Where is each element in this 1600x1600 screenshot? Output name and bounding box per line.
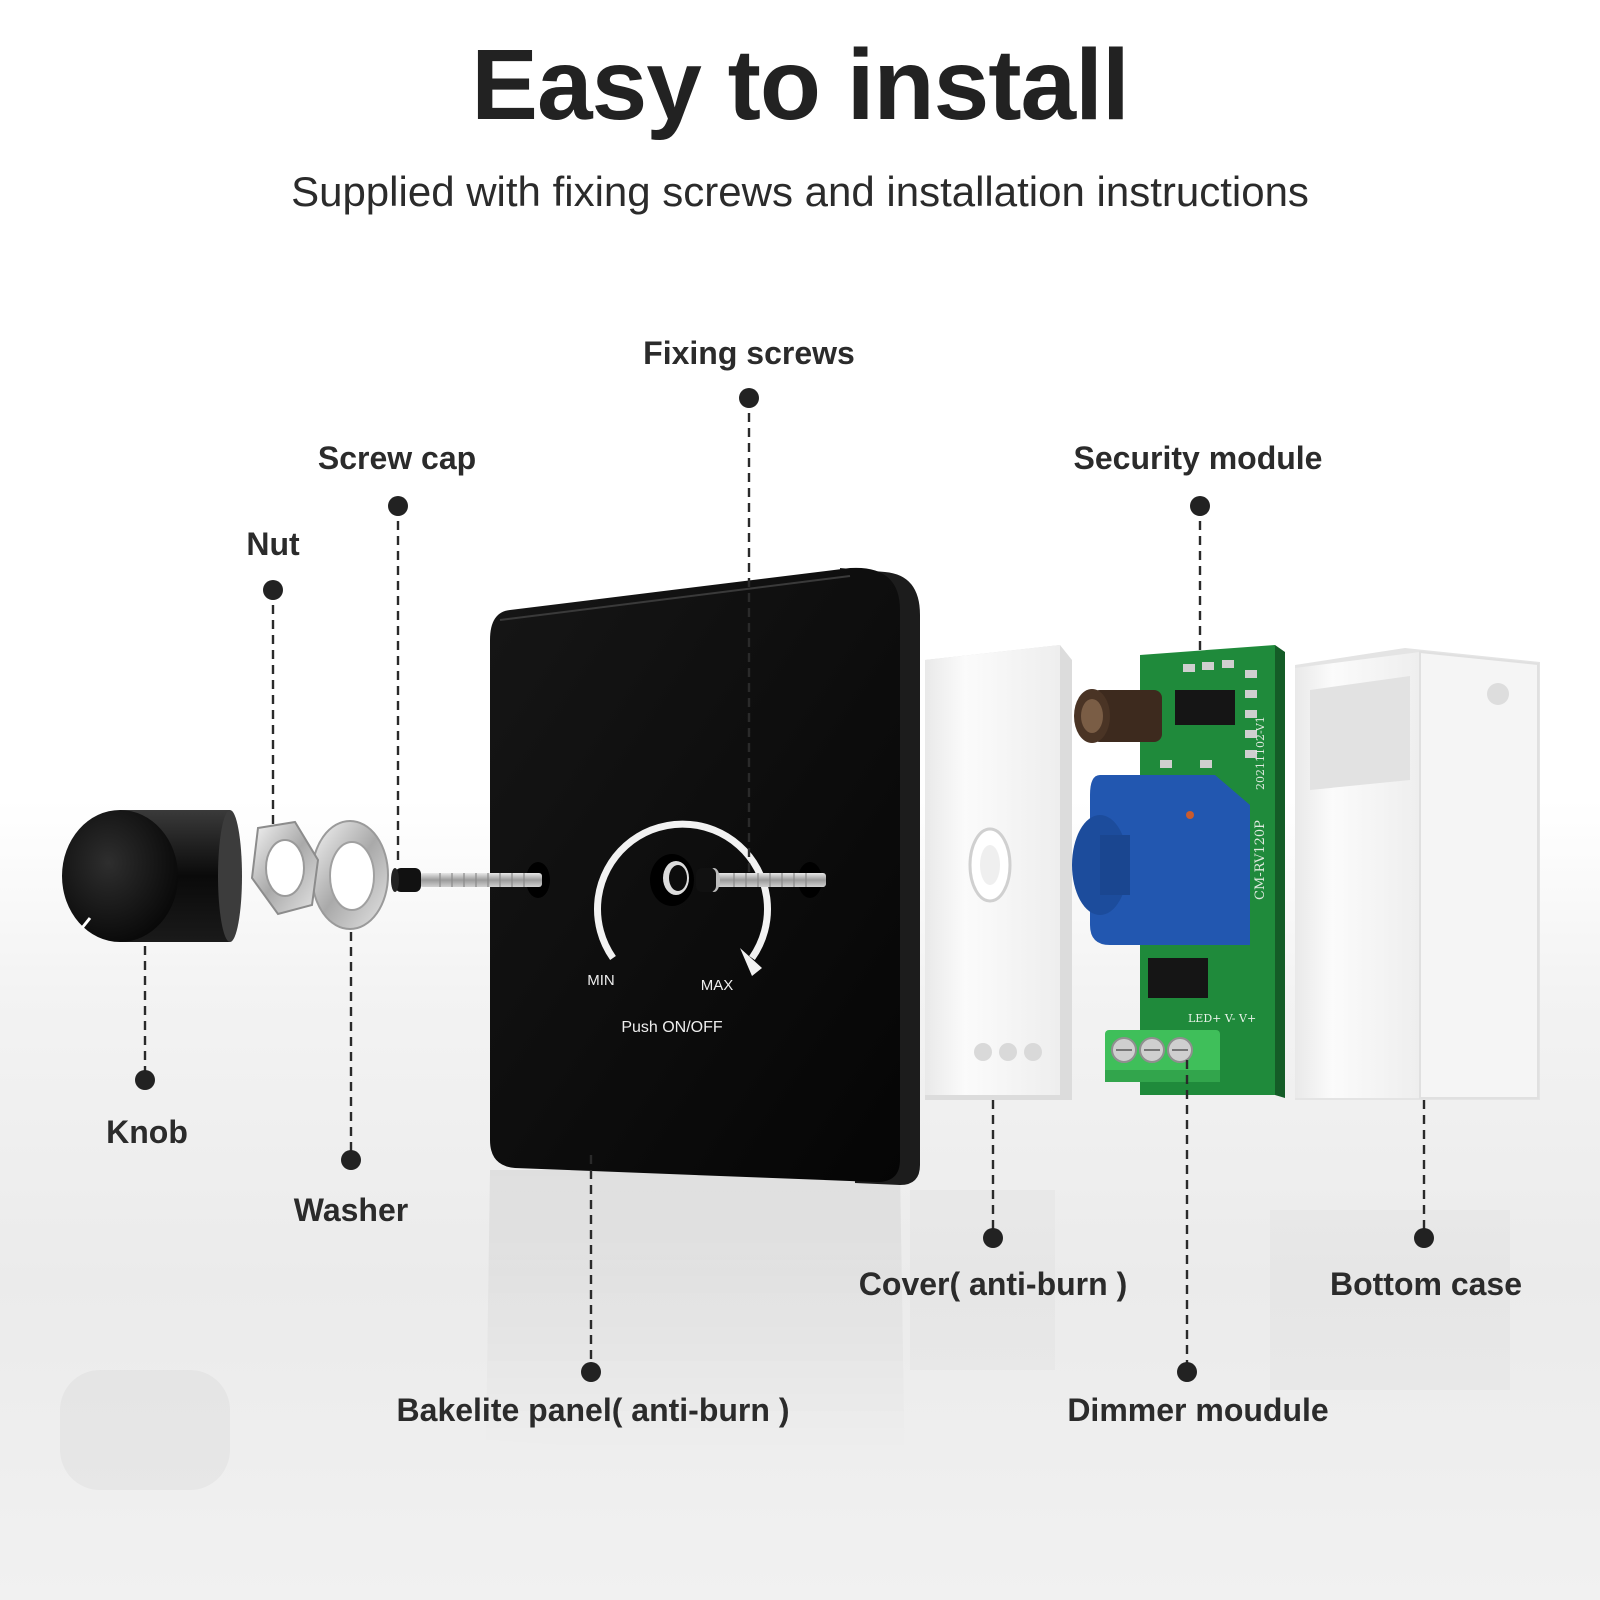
potentiometer [1072, 775, 1250, 945]
nut [250, 820, 320, 916]
bakelite-panel [490, 567, 920, 1185]
label-dimmer-module: Dimmer moudule [1067, 1392, 1329, 1428]
leader-lines [143, 398, 1426, 1370]
pcb-terminal-label: LED+ V- V+ [1188, 1012, 1256, 1025]
pcb-board-code: CM-RV120P [1253, 820, 1268, 900]
label-knob: Knob [106, 1114, 188, 1150]
terminal-block [1105, 1030, 1220, 1082]
knob [62, 810, 242, 942]
label-cover: Cover( anti-burn ) [858, 1266, 1128, 1302]
label-nut: Nut [246, 526, 300, 562]
washer [311, 820, 389, 930]
fixing-screws [420, 868, 826, 892]
floor-reflection [486, 1170, 905, 1470]
label-bottom-case: Bottom case [1329, 1266, 1523, 1302]
panel-push-label: Push ON/OFF [621, 1019, 723, 1036]
screw-caps [391, 868, 716, 892]
capacitor [1074, 689, 1162, 743]
page-subtitle: Supplied with fixing screws and installa… [291, 168, 1309, 215]
label-security-module: Security module [1073, 440, 1323, 476]
page-title: Easy to install [471, 29, 1129, 141]
pcb-board-date: 20211102-V1 [1254, 716, 1267, 790]
leader-dots [135, 388, 1434, 1382]
panel-min-label: MIN [587, 972, 615, 989]
bottom-case [1295, 648, 1540, 1100]
label-fixing-screws: Fixing screws [643, 335, 855, 371]
label-washer: Washer [293, 1192, 409, 1228]
cover [925, 645, 1072, 1100]
label-bakelite-panel: Bakelite panel( anti-burn ) [396, 1392, 790, 1428]
label-screw-cap: Screw cap [317, 440, 477, 476]
panel-max-label: MAX [701, 977, 734, 994]
